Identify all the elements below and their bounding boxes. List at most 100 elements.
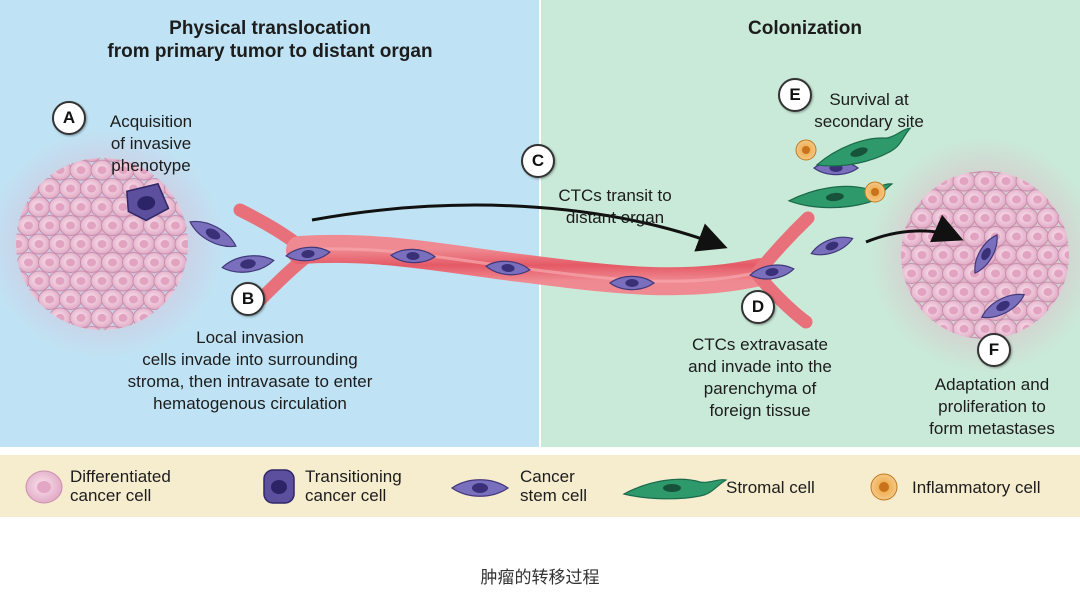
cell-nucleus (970, 195, 979, 204)
cell-nucleus (76, 313, 86, 322)
legend-transitioning-swatch (263, 469, 295, 504)
legend-stromal-label: Stromal cell (726, 478, 815, 497)
legend-inflammatory-swatch (870, 473, 898, 501)
step-d-badge: D (741, 290, 775, 324)
cell-nucleus (1022, 214, 1032, 223)
cell-nucleus (959, 324, 969, 333)
differentiated-cell (984, 171, 1007, 174)
cell-nucleus (949, 269, 958, 278)
left-panel-title: Physical translocation from primary tumo… (107, 18, 433, 62)
cell-nucleus (150, 221, 159, 230)
cell-nucleus (24, 221, 33, 230)
cell-nucleus (1033, 232, 1042, 241)
cell-nucleus (1012, 306, 1021, 315)
differentiated-cell (80, 325, 103, 330)
cell-nucleus (55, 203, 65, 212)
cell-nucleus (938, 251, 948, 259)
cell-nucleus (1012, 195, 1021, 204)
cell-nucleus (171, 258, 180, 267)
cancer-stem-cell (189, 220, 237, 248)
cell-nucleus (129, 258, 138, 267)
cell-nucleus (87, 295, 96, 304)
cell-nucleus (55, 240, 65, 248)
cancer-stem-cell (389, 248, 437, 264)
cell-nucleus (160, 240, 170, 248)
cell-nucleus (949, 306, 958, 315)
cell-nucleus (1001, 324, 1011, 333)
cell-nucleus (928, 232, 937, 241)
cell-nucleus (76, 203, 86, 212)
cell-nucleus (1043, 251, 1053, 259)
cell-nucleus (16, 240, 23, 248)
cell-nucleus (108, 221, 117, 230)
cell-nucleus (1054, 269, 1063, 278)
cell-nucleus (108, 184, 117, 193)
cell-nucleus (45, 295, 54, 304)
cell-nucleus (139, 240, 149, 248)
cell-nucleus (917, 287, 927, 296)
cell-nucleus (76, 276, 86, 285)
legend-inflammatory-label: Inflammatory cell (912, 478, 1041, 497)
legend-stem-swatch (450, 479, 510, 497)
cell-nucleus (1001, 214, 1011, 223)
cell-nucleus (97, 313, 107, 322)
cell-nucleus (959, 287, 969, 296)
cell-nucleus (87, 221, 96, 230)
cell-nucleus (1022, 251, 1032, 259)
cell-nucleus (66, 221, 75, 230)
cancer-stem-cell (980, 293, 1026, 319)
cell-nucleus (1001, 287, 1011, 296)
cell-nucleus (959, 214, 969, 223)
differentiated-cell (963, 171, 986, 174)
cell-nucleus (949, 195, 958, 204)
cell-nucleus (34, 240, 44, 248)
cell-nucleus (108, 295, 117, 304)
cell-nucleus (34, 276, 44, 285)
differentiated-cell (101, 325, 124, 330)
cell-nucleus (1001, 251, 1011, 259)
step-b-text: Local invasion cells invade into surroun… (127, 328, 373, 413)
cell-nucleus (45, 184, 54, 193)
inflammatory-cell (864, 181, 886, 203)
differentiated-cell (963, 336, 986, 339)
cell-nucleus (1033, 269, 1042, 278)
step-e-text: Survival at secondary site (814, 90, 924, 131)
cancer-stem-cell (221, 255, 275, 273)
stromal-cell (815, 127, 912, 167)
differentiated-cell (80, 158, 103, 163)
cell-nucleus (139, 276, 149, 285)
cell-nucleus (980, 177, 990, 186)
cancer-stem-cell (974, 234, 998, 274)
cell-nucleus (129, 295, 138, 304)
cell-nucleus (970, 232, 979, 241)
cell-nucleus (97, 276, 107, 285)
cell-nucleus (970, 306, 979, 315)
step-a-badge: A (52, 101, 86, 135)
cell-nucleus (129, 221, 138, 230)
step-f-badge: F (977, 333, 1011, 367)
transit-arrow (311, 203, 728, 252)
cell-nucleus (1001, 177, 1011, 186)
legend-panel (0, 455, 1080, 517)
stem-cells (189, 160, 1026, 319)
cell-nucleus (1022, 287, 1032, 296)
step-c-badge: C (521, 144, 555, 178)
cell-nucleus (66, 184, 75, 193)
cell-nucleus (1033, 306, 1042, 315)
cell-nucleus (917, 214, 927, 223)
cell-nucleus (959, 177, 969, 186)
cell-nucleus (171, 221, 180, 230)
cell-nucleus (1012, 232, 1021, 241)
legend-transitioning-label: Transitioning cancer cell (305, 467, 402, 505)
cancer-stem-cell (749, 264, 795, 280)
step-c-text: CTCs transit to distant organ (558, 186, 672, 227)
cell-nucleus (938, 214, 948, 223)
cell-nucleus (980, 324, 990, 333)
cell-nucleus (150, 295, 159, 304)
right-panel-title: Colonization (748, 18, 862, 39)
cell-nucleus (1012, 269, 1021, 278)
cell-nucleus (1054, 232, 1063, 241)
cell-nucleus (108, 258, 117, 267)
